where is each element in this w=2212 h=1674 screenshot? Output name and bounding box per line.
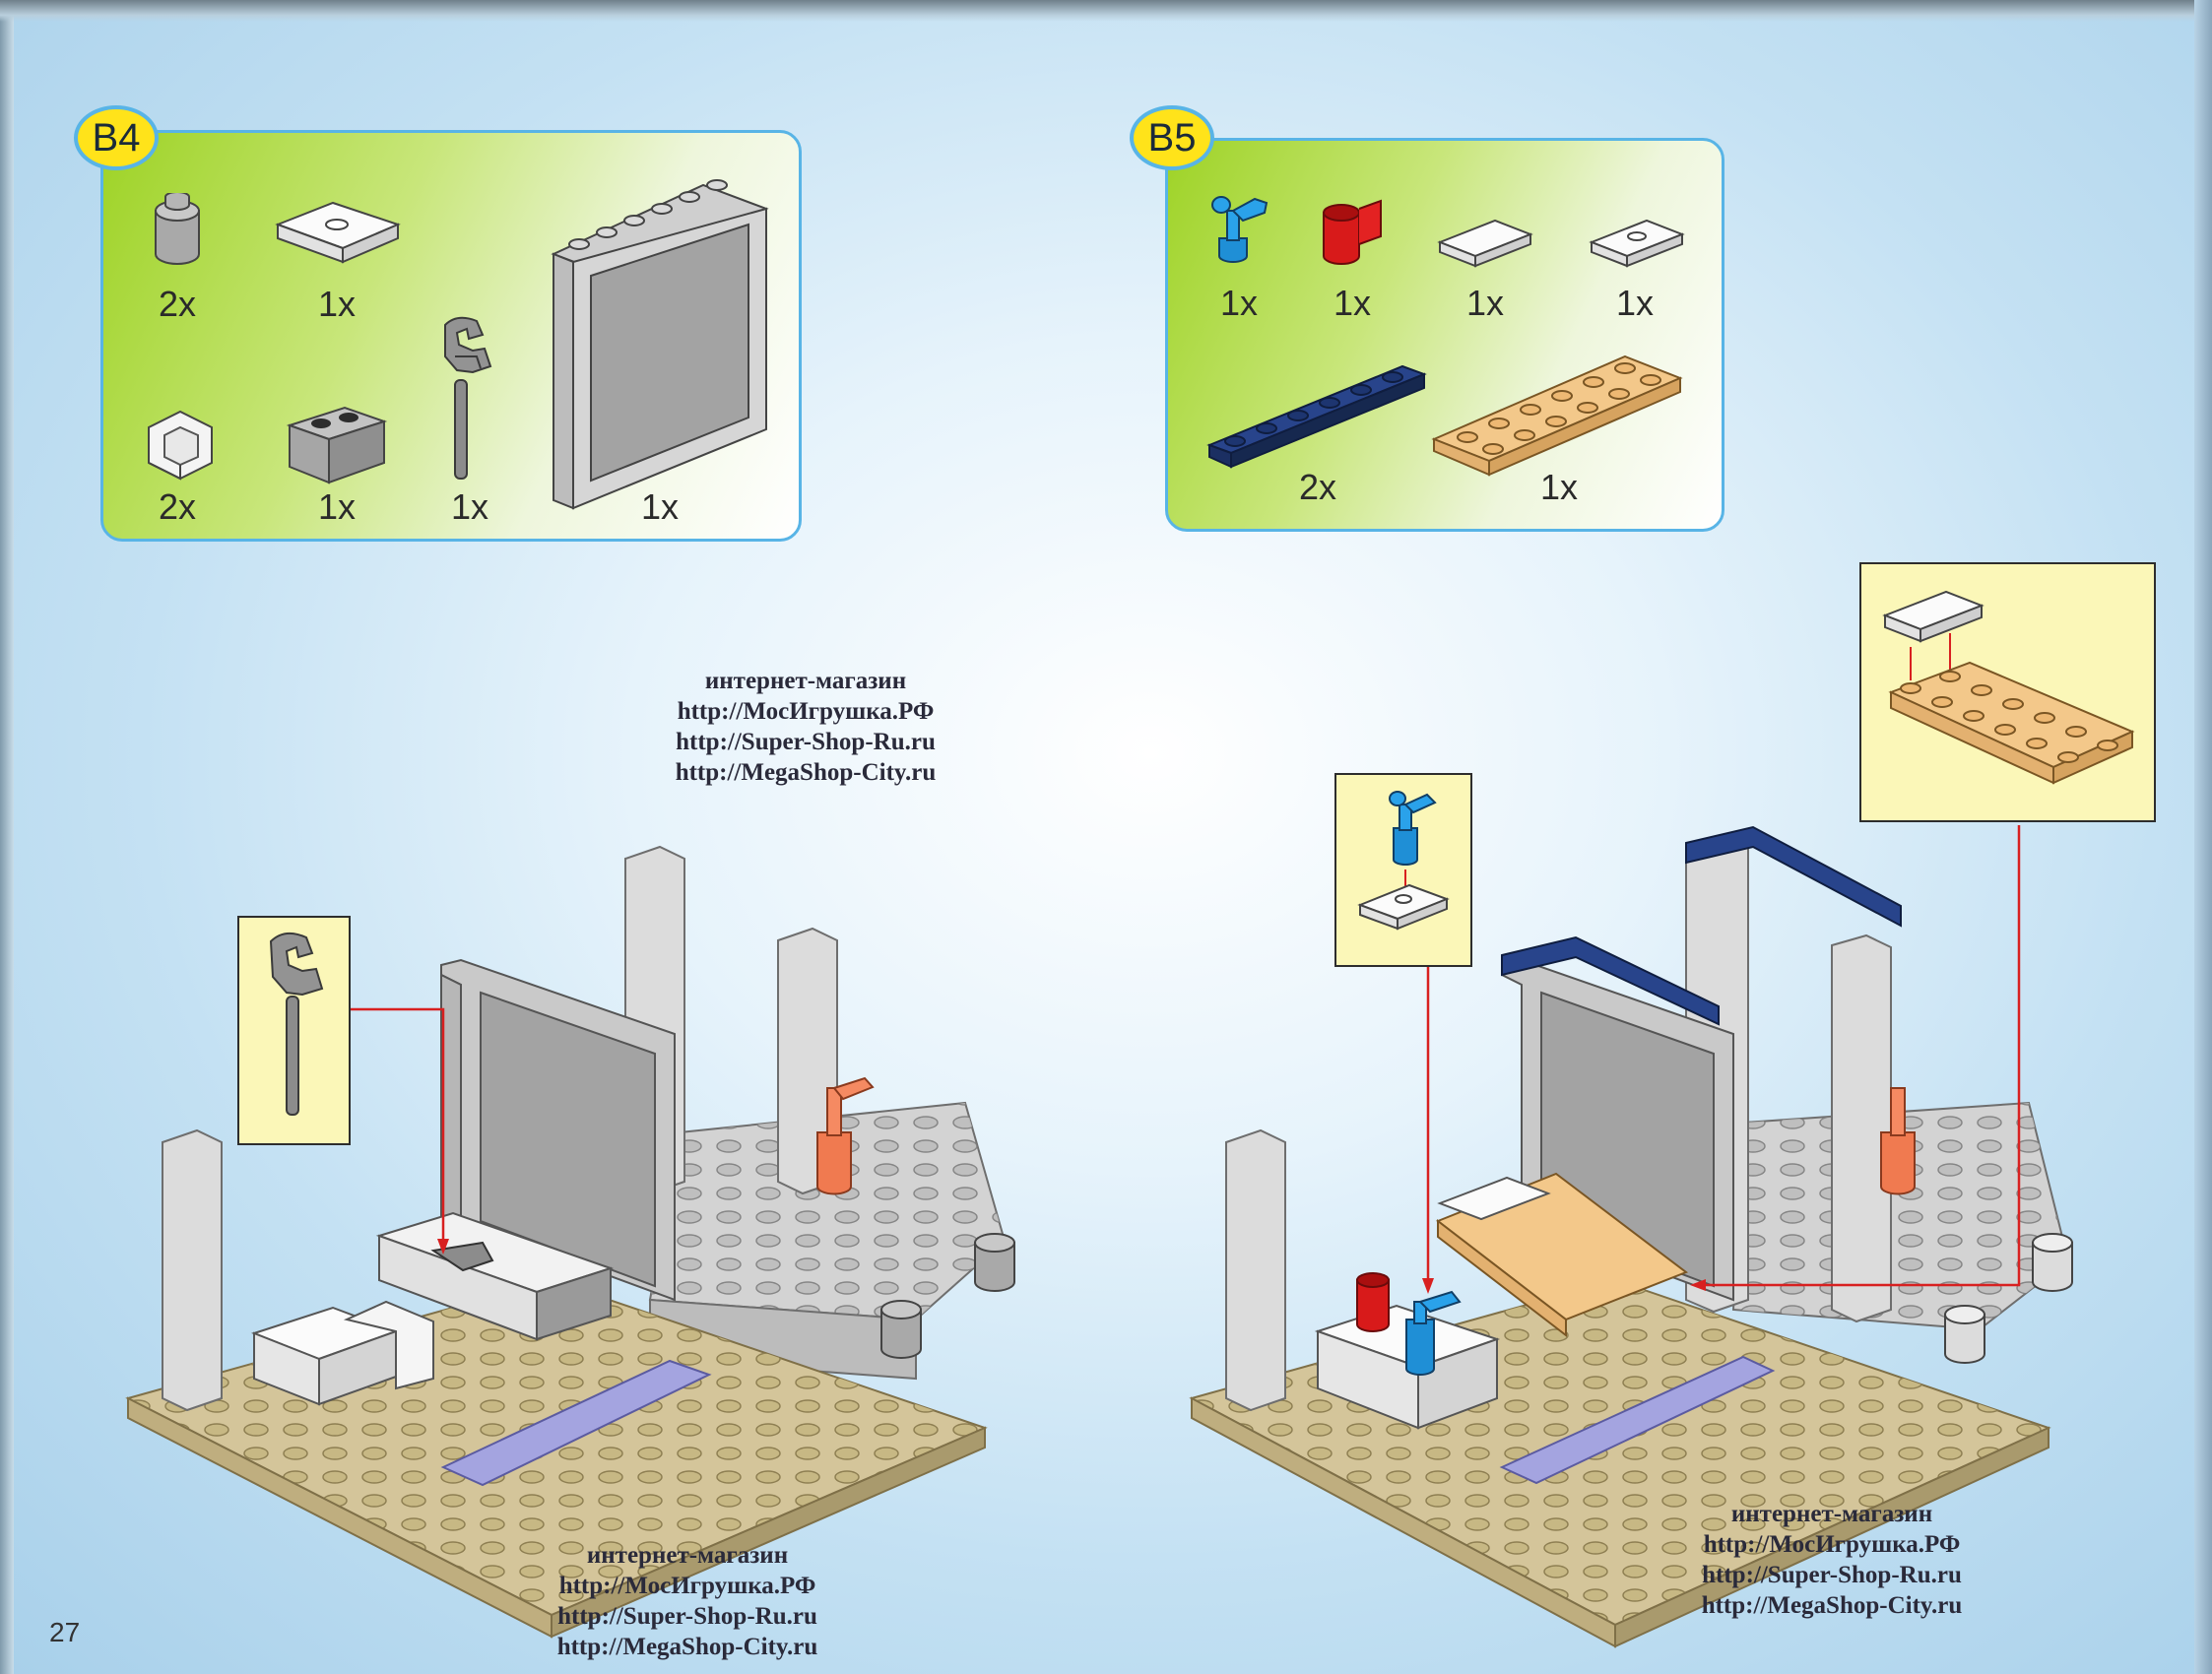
watermark-line: интернет-магазин [704, 668, 907, 694]
shop-watermark-bottom-left: интернет-магазин http://МосИгрушка.РФ ht… [520, 1540, 855, 1662]
page-number: 27 [49, 1617, 81, 1647]
panel-corner-white-part [148, 410, 213, 481]
plate-1x2-white-part [1589, 219, 1685, 268]
watermark-link[interactable]: http://Super-Shop-Ru.ru [1702, 1562, 1962, 1588]
b5-qty-plate-1x2: 1x [1615, 283, 1655, 323]
watermark-link[interactable]: http://MegaShop-City.ru [1701, 1592, 1963, 1619]
watermark-link[interactable]: http://МосИгрушка.РФ [558, 1573, 816, 1599]
b4-qty-plate: 1x [317, 284, 357, 324]
plate-2x2-white-part [275, 201, 401, 264]
step-b5-badge: B5 [1130, 105, 1214, 170]
watermark-line: интернет-магазин [586, 1542, 789, 1569]
round-brick-1x1-gray-part [155, 193, 200, 265]
wrench-icon [269, 932, 324, 1116]
b5-qty-cup: 1x [1333, 283, 1372, 323]
scan-top-edge [0, 0, 2212, 22]
faucet-blue-part [1211, 196, 1269, 263]
watermark-link[interactable]: http://МосИгрушка.РФ [677, 698, 935, 725]
b4-wrench-callout [237, 916, 351, 1145]
shop-watermark-bottom-right: интернет-магазин http://МосИгрушка.РФ ht… [1664, 1499, 1999, 1621]
watermark-link[interactable]: http://Super-Shop-Ru.ru [676, 729, 936, 755]
b5-faucet-callout [1334, 773, 1472, 967]
step-b4-badge: B4 [74, 105, 159, 170]
plate-2x6-tan-part [1431, 354, 1683, 477]
b5-qty-tan-plate: 1x [1539, 467, 1579, 507]
watermark-line: интернет-магазин [1730, 1501, 1933, 1527]
b5-qty-dark-blue-plate: 2x [1298, 467, 1337, 507]
faucet-on-plate-icon [1357, 791, 1450, 931]
b4-qty-wrench: 1x [450, 486, 489, 527]
window-panel-gray-part [551, 179, 769, 510]
b4-qty-brick: 1x [317, 486, 357, 527]
b5-tan-plate-callout [1859, 562, 2156, 822]
watermark-link[interactable]: http://Super-Shop-Ru.ru [557, 1603, 817, 1630]
shop-watermark-top: интернет-магазин http://МосИгрушка.РФ ht… [638, 666, 973, 788]
b5-qty-tile: 1x [1465, 283, 1505, 323]
b4-qty-round-brick: 2x [158, 284, 197, 324]
plate-1x6-dark-blue-part [1206, 364, 1427, 469]
watermark-link[interactable]: http://МосИгрушка.РФ [1703, 1531, 1961, 1558]
book-spine-shadow [0, 0, 14, 1674]
tile-white-part [1437, 219, 1533, 268]
b4-qty-window-panel: 1x [640, 486, 680, 527]
cup-red-part [1323, 199, 1382, 265]
brick-1x2-gray-part [286, 406, 388, 484]
watermark-link[interactable]: http://MegaShop-City.ru [675, 759, 937, 786]
watermark-link[interactable]: http://MegaShop-City.ru [556, 1634, 818, 1660]
b4-qty-corner-panel: 2x [158, 486, 197, 527]
wrench-part [444, 316, 492, 480]
page-edge [2194, 0, 2212, 1674]
b5-qty-faucet: 1x [1219, 283, 1259, 323]
tile-on-tan-plate-icon [1882, 590, 2135, 785]
